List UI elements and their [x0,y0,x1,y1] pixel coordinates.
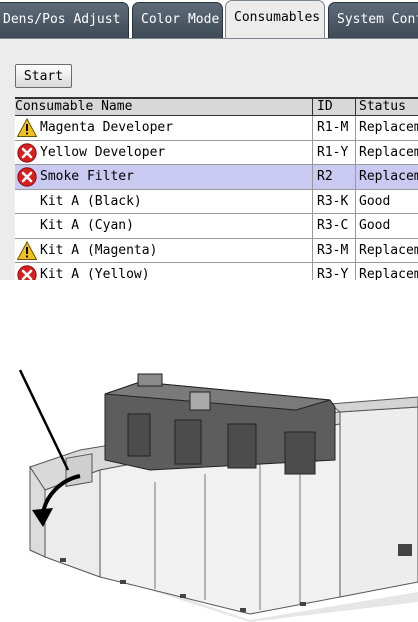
warning-icon [17,118,37,137]
row-id: R1-M [317,120,349,135]
row-id: R2 [317,169,333,184]
column-header-status[interactable]: Status [359,99,406,114]
row-status: Replacem [359,267,418,280]
row-name: Smoke Filter [40,169,134,184]
start-button[interactable]: Start [15,64,72,88]
table-row[interactable]: Kit A (Yellow) R3-Y Replacem [15,263,418,280]
row-status: Replacem [359,120,418,135]
row-id: R3-M [317,242,349,258]
row-name: Kit A (Magenta) [40,242,158,258]
table-row-selected[interactable]: Smoke Filter R2 Replacem [15,165,418,190]
row-status: Replacem [359,144,418,160]
column-header-id[interactable]: ID [317,99,333,114]
tab-system-config[interactable]: System Confi [328,2,418,38]
row-id: R1-Y [317,144,349,160]
row-name: Kit A (Black) [40,193,142,209]
table-row[interactable]: Kit A (Black) R3-K Good [15,189,418,214]
row-name: Kit A (Yellow) [40,267,150,280]
warning-icon [17,240,37,260]
row-status: Replacem [359,169,418,184]
row-id: R3-K [317,193,349,209]
column-header-name[interactable]: Consumable Name [15,99,133,114]
row-id: R3-Y [317,267,349,280]
row-status: Good [359,218,391,233]
table-row[interactable]: Kit A (Magenta) R3-M Replacem [15,238,418,263]
table-row[interactable]: Yellow Developer R1-Y Replacem [15,140,418,165]
consumables-panel: Start Consumable Name ID Status Magenta … [0,38,418,280]
row-status: Good [359,193,391,209]
table-header: Consumable Name ID Status [15,97,418,116]
tab-color-mode[interactable]: Color Mode [132,2,223,38]
error-icon [17,265,37,280]
tab-consumables[interactable]: Consumables [225,0,325,38]
consumables-table: Consumable Name ID Status Magenta Develo… [15,97,418,280]
table-row[interactable]: Kit A (Cyan) R3-C Good [15,214,418,239]
row-status: Replacem [359,242,418,258]
row-name: Yellow Developer [40,144,166,160]
row-name: Kit A (Cyan) [40,218,134,233]
row-name: Magenta Developer [40,120,174,135]
tab-dens-pos-adjust[interactable]: Dens/Pos Adjust [0,2,129,38]
row-id: R3-C [317,218,349,233]
tab-strip: Dens/Pos Adjust Color Mode System Confi … [0,0,418,38]
printer-illustration [18,369,418,622]
error-icon [17,167,37,187]
error-icon [17,142,37,163]
table-row[interactable]: Magenta Developer R1-M Replacem [15,116,418,141]
